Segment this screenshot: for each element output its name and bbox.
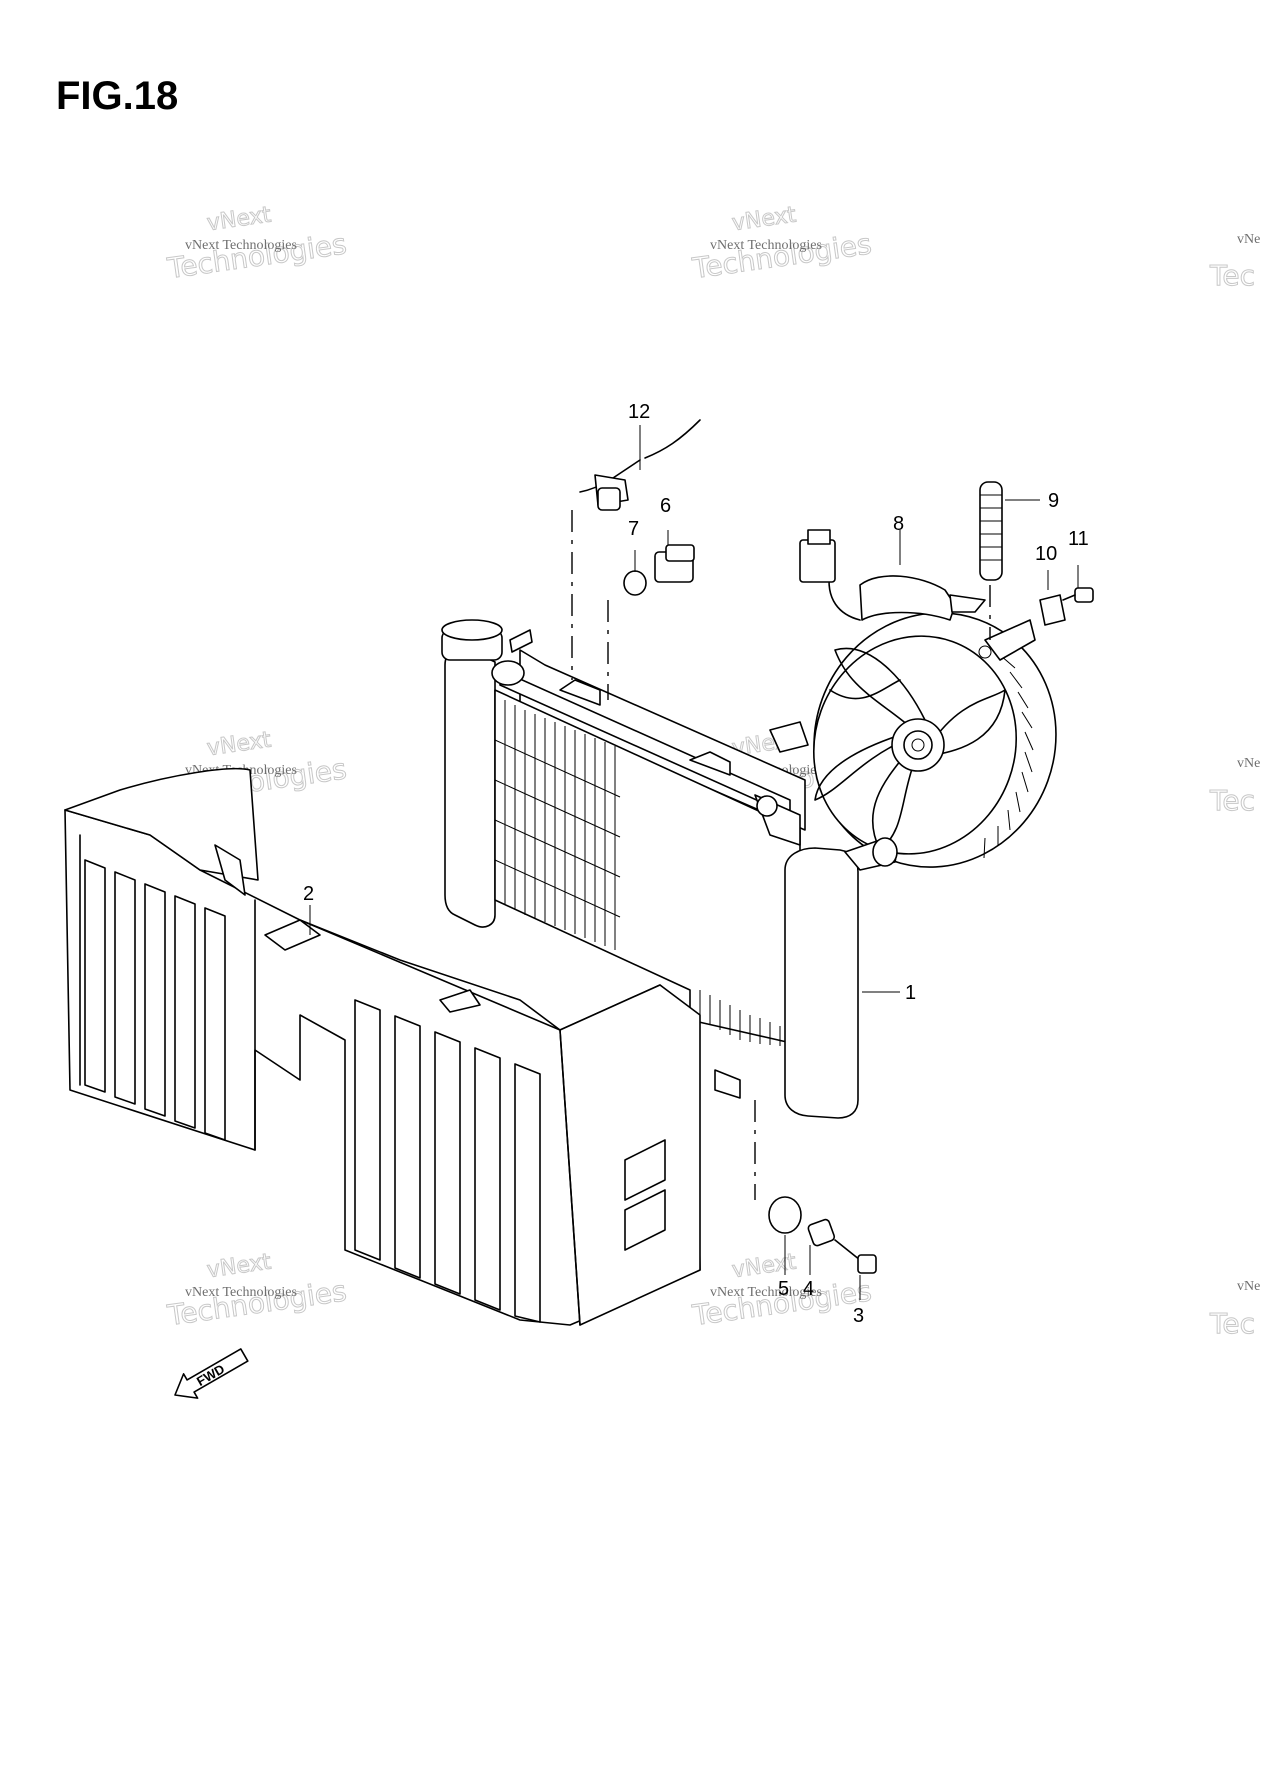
watermark-edge-bottom: vNe <box>1237 1279 1260 1294</box>
forward-direction-arrow: FWD <box>174 1348 249 1399</box>
callout-7: 7 <box>628 518 639 540</box>
watermark-edge-top: vNe <box>1237 232 1260 247</box>
svg-text:Technologies: Technologies <box>165 1274 349 1332</box>
callout-leaders <box>309 425 1079 1300</box>
callout-6: 6 <box>660 495 671 517</box>
callout-11: 11 <box>1068 528 1089 550</box>
watermark-edge-bottom-big: Tec <box>1209 1307 1255 1340</box>
fan-mount-damper <box>979 481 1003 581</box>
o-ring <box>623 570 647 596</box>
callout-12: 12 <box>628 401 650 423</box>
watermark-top-center: vNext Technologies vNext Technologies <box>689 202 874 286</box>
mounting-bolt <box>834 1239 877 1274</box>
callout-9: 9 <box>1048 490 1059 512</box>
clip-nut <box>1039 594 1066 626</box>
svg-text:vNext: vNext <box>205 203 272 237</box>
watermark-edge-mid-big: Tec <box>1209 784 1255 817</box>
svg-text:Technologies: Technologies <box>165 227 349 285</box>
callouts: 1 2 3 4 5 6 7 8 9 10 11 12 <box>303 401 1089 1327</box>
callout-8: 8 <box>893 513 904 535</box>
svg-text:Technologies: Technologies <box>690 227 874 285</box>
cooling-fan-assembly <box>769 529 1057 868</box>
cushion-grommet <box>768 1196 802 1234</box>
svg-text:vNext: vNext <box>205 1250 272 1284</box>
svg-text:vNext Technologies: vNext Technologies <box>710 238 822 253</box>
svg-text:vNext: vNext <box>205 728 272 762</box>
temperature-sensor <box>654 544 695 583</box>
small-bolt <box>1062 587 1094 603</box>
callout-5: 5 <box>778 1278 789 1300</box>
radiator <box>441 619 898 1119</box>
watermark-bottom-left: vNext Technologies vNext Technologies <box>164 1249 349 1333</box>
watermark-top-left: vNext Technologies vNext Technologies <box>164 202 349 286</box>
figure-title: FIG.18 <box>56 74 179 118</box>
callout-1: 1 <box>905 982 916 1004</box>
svg-text:vNext Technologies: vNext Technologies <box>710 1285 822 1300</box>
callout-2: 2 <box>303 883 314 905</box>
watermark-edge-mid: vNe <box>1237 756 1260 771</box>
svg-text:vNext Technologies: vNext Technologies <box>185 238 297 253</box>
spacer-collar <box>807 1218 836 1247</box>
callout-3: 3 <box>853 1305 864 1327</box>
callout-4: 4 <box>803 1278 814 1300</box>
callout-10: 10 <box>1035 543 1057 565</box>
svg-text:vNext Technologies: vNext Technologies <box>185 1285 297 1300</box>
watermark-edge-top-big: Tec <box>1209 259 1255 292</box>
radiator-shroud <box>64 767 701 1326</box>
svg-text:vNext: vNext <box>730 203 797 237</box>
fan-thermo-switch <box>579 419 701 511</box>
assembly-lines <box>571 510 991 1200</box>
